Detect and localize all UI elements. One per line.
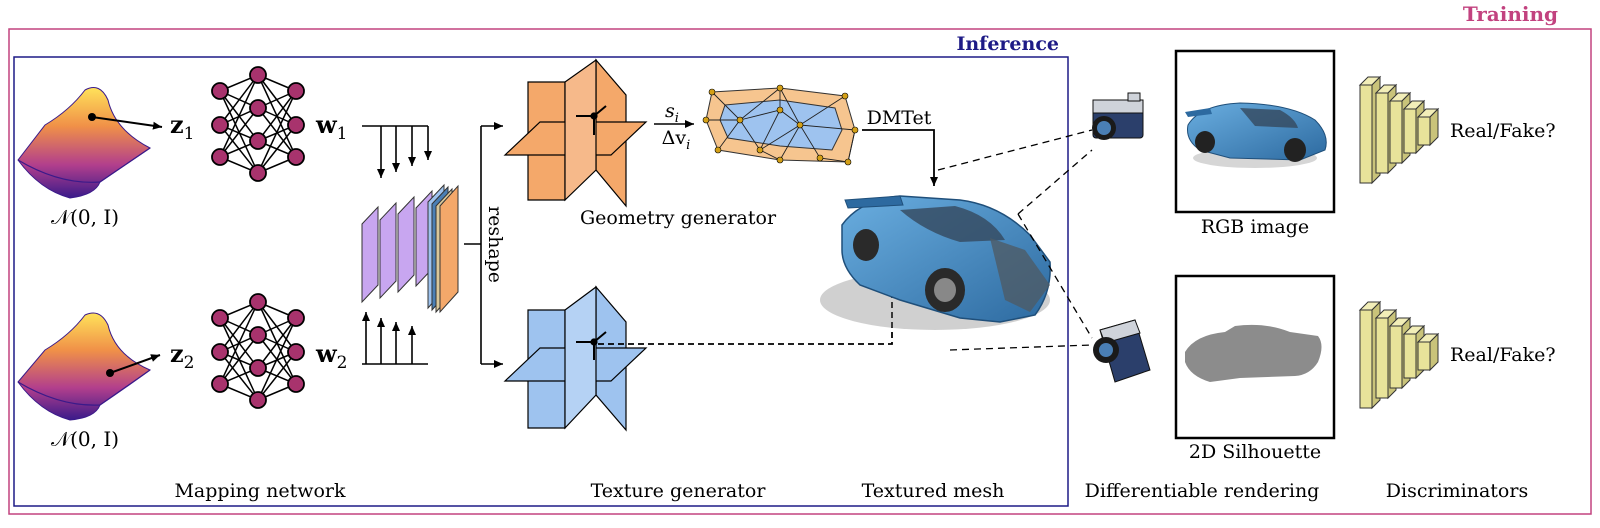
mlp-neuron	[249, 164, 267, 182]
mapping-network-label: Mapping network	[174, 480, 346, 502]
sdf-value-label: si	[665, 100, 679, 126]
mlp-neuron	[287, 375, 305, 393]
mlp-edge	[219, 301, 259, 385]
texture-triplane	[503, 285, 648, 432]
texture-generator-label: Texture generator	[591, 480, 767, 502]
dmtet-label: DMTet	[867, 107, 932, 129]
mlp-edge	[219, 107, 259, 158]
mlp-neuron	[211, 116, 229, 134]
camera-icon-2	[1093, 319, 1151, 383]
mlp-neuron	[211, 375, 229, 393]
camera-icon-1	[1092, 92, 1144, 140]
real-fake-label-1: Real/Fake?	[1450, 120, 1556, 142]
mlp-edge	[257, 124, 297, 174]
mlp-neuron	[249, 99, 267, 117]
z1-label: z1	[170, 110, 194, 144]
inference-label: Inference	[956, 33, 1059, 55]
synthesis-network-slabs	[361, 183, 459, 314]
discriminator-slab	[1375, 317, 1389, 399]
silhouette-shape	[1185, 324, 1322, 382]
gaussian-surface-1	[17, 87, 151, 199]
differentiable-rendering-label: Differentiable rendering	[1085, 480, 1320, 502]
style-injection-arrows-w2	[362, 312, 428, 365]
mlp-neuron	[211, 82, 229, 100]
mlp-neuron	[287, 82, 305, 100]
discriminator-slab	[1417, 341, 1431, 371]
vertex-offset-label: Δvi	[662, 127, 691, 153]
dmtet-arrow	[862, 129, 938, 186]
mlp-neuron	[249, 132, 267, 150]
w2-label: w2	[315, 339, 348, 373]
discriminator-slab	[1417, 116, 1431, 146]
mlp-edge	[219, 334, 259, 385]
discriminator-rgb	[1358, 75, 1440, 185]
mlp-edge	[219, 301, 259, 353]
normal-dist-label-1: 𝒩(0, I)	[51, 205, 119, 229]
z2-label: z2	[170, 339, 194, 373]
mapping-network-mlp-2	[211, 293, 305, 409]
geometry-triplane	[503, 58, 648, 208]
rgb-image-label: RGB image	[1201, 216, 1309, 238]
mlp-edge	[219, 74, 259, 158]
discriminator-slab	[1403, 333, 1417, 379]
discriminator-slab	[1403, 108, 1417, 154]
style-injection-arrows-w1	[362, 125, 432, 178]
sample-arrow-1	[91, 116, 163, 130]
mlp-neuron	[287, 148, 305, 166]
discriminator-slab	[1375, 92, 1389, 174]
discriminator-slab	[1389, 100, 1403, 164]
training-label: Training	[1463, 2, 1558, 26]
rgb-car-render	[1185, 102, 1327, 168]
training-frame	[8, 28, 1592, 515]
mlp-neuron	[287, 309, 305, 327]
mlp-neuron	[211, 343, 229, 361]
discriminator-slab	[1359, 309, 1373, 409]
real-fake-label-2: Real/Fake?	[1450, 344, 1556, 366]
gaussian-surface-2	[17, 312, 152, 421]
mlp-edge	[257, 317, 297, 369]
tetrahedral-grid	[702, 84, 859, 166]
inference-frame	[13, 56, 1069, 507]
discriminator-slab	[1359, 84, 1373, 184]
mlp-neuron	[249, 293, 267, 311]
mapping-network-mlp-1	[211, 66, 305, 182]
mlp-edge	[257, 90, 297, 174]
geometry-generator-label: Geometry generator	[580, 207, 777, 229]
sample-arrow-2	[109, 354, 161, 374]
reshape-split-arrows	[464, 122, 503, 368]
mlp-neuron	[249, 326, 267, 344]
textured-car-mesh	[820, 195, 1051, 330]
mlp-neuron	[249, 66, 267, 84]
mlp-edge	[257, 90, 297, 142]
silhouette-label: 2D Silhouette	[1189, 441, 1321, 463]
w1-label: w1	[315, 110, 348, 144]
mlp-neuron	[287, 343, 305, 361]
discriminator-slab	[1389, 325, 1403, 389]
camera-view-lines	[937, 129, 1093, 351]
mlp-neuron	[287, 116, 305, 134]
normal-dist-label-2: 𝒩(0, I)	[51, 427, 119, 451]
mlp-edge	[257, 351, 297, 401]
mlp-neuron	[211, 148, 229, 166]
discriminator-silhouette	[1358, 300, 1440, 410]
mlp-neuron	[249, 391, 267, 409]
textured-mesh-label: Textured mesh	[862, 480, 1005, 502]
reshape-label: reshape	[484, 206, 506, 283]
mlp-neuron	[211, 309, 229, 327]
discriminators-label: Discriminators	[1386, 480, 1528, 502]
mlp-edge	[219, 74, 259, 126]
mlp-edge	[257, 317, 297, 401]
mlp-neuron	[249, 359, 267, 377]
